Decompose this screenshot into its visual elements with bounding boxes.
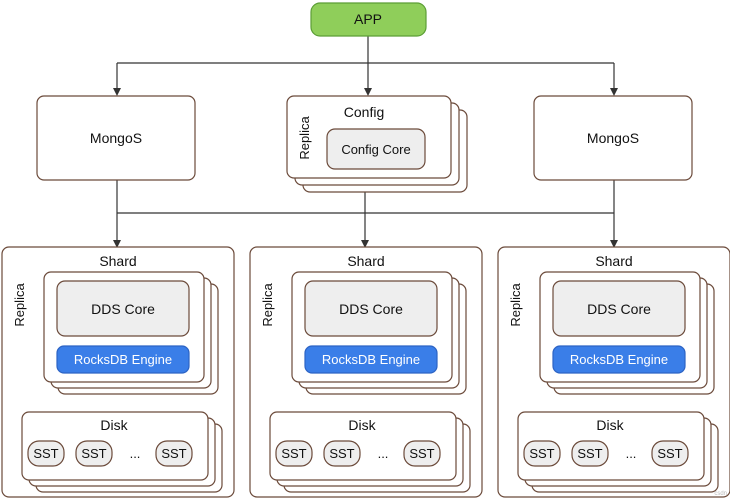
shard-replica-label: Replica <box>260 283 275 327</box>
config-core-label: Config Core <box>341 142 410 157</box>
watermark-text: csdn <box>714 491 727 497</box>
shard-title: Shard <box>595 253 632 269</box>
sst-file-label: SST <box>329 446 354 461</box>
mongos-right-node: MongoS <box>533 95 693 181</box>
sst-file-pill <box>275 440 313 467</box>
sst-file-pill <box>75 440 113 467</box>
dds-core-box <box>552 280 686 337</box>
config-node: Config Replica Config Core <box>286 95 468 193</box>
rocksdb-engine-label: RocksDB Engine <box>322 352 420 367</box>
connectors <box>113 35 618 248</box>
app-label: APP <box>354 11 382 27</box>
sst-file-label: SST <box>529 446 554 461</box>
sst-file-pill <box>403 440 441 467</box>
rocksdb-engine-label: RocksDB Engine <box>570 352 668 367</box>
shard-replica-label: Replica <box>12 283 27 327</box>
sst-file-label: SST <box>33 446 58 461</box>
disk-title: Disk <box>100 417 128 433</box>
app-box <box>310 2 427 37</box>
sst-file-label: SST <box>577 446 602 461</box>
sst-file-pill <box>651 440 689 467</box>
sst-file-pill <box>323 440 361 467</box>
disk-title: Disk <box>348 417 376 433</box>
sst-file-pill <box>27 440 65 467</box>
config-replica-label: Replica <box>297 116 312 160</box>
dds-core-label: DDS Core <box>339 301 403 317</box>
rocksdb-engine-label: RocksDB Engine <box>74 352 172 367</box>
mongos-right-box <box>533 95 693 181</box>
rocksdb-engine-box <box>56 345 190 374</box>
sst-ellipsis: ... <box>626 446 637 461</box>
shard-title: Shard <box>347 253 384 269</box>
config-core-box <box>326 128 426 170</box>
rocksdb-engine-box <box>552 345 686 374</box>
disk-title: Disk <box>596 417 624 433</box>
config-title: Config <box>344 104 384 120</box>
sst-file-label: SST <box>657 446 682 461</box>
dds-core-label: DDS Core <box>91 301 155 317</box>
mongos-left-label: MongoS <box>90 130 142 146</box>
sst-ellipsis: ... <box>378 446 389 461</box>
sst-ellipsis: ... <box>130 446 141 461</box>
rocksdb-engine-box <box>304 345 438 374</box>
sst-file-label: SST <box>161 446 186 461</box>
sst-file-pill <box>571 440 609 467</box>
shard-title: Shard <box>99 253 136 269</box>
mongos-right-label: MongoS <box>587 130 639 146</box>
sst-file-label: SST <box>409 446 434 461</box>
sst-file-pill <box>155 440 193 467</box>
shard-replica-label: Replica <box>508 283 523 327</box>
sst-file-label: SST <box>81 446 106 461</box>
mongos-left-box <box>36 95 196 181</box>
dds-core-label: DDS Core <box>587 301 651 317</box>
sst-file-label: SST <box>281 446 306 461</box>
dds-core-box <box>56 280 190 337</box>
mongos-left-node: MongoS <box>36 95 196 181</box>
app-node: APP <box>310 2 427 37</box>
dds-core-box <box>304 280 438 337</box>
sst-file-pill <box>523 440 561 467</box>
